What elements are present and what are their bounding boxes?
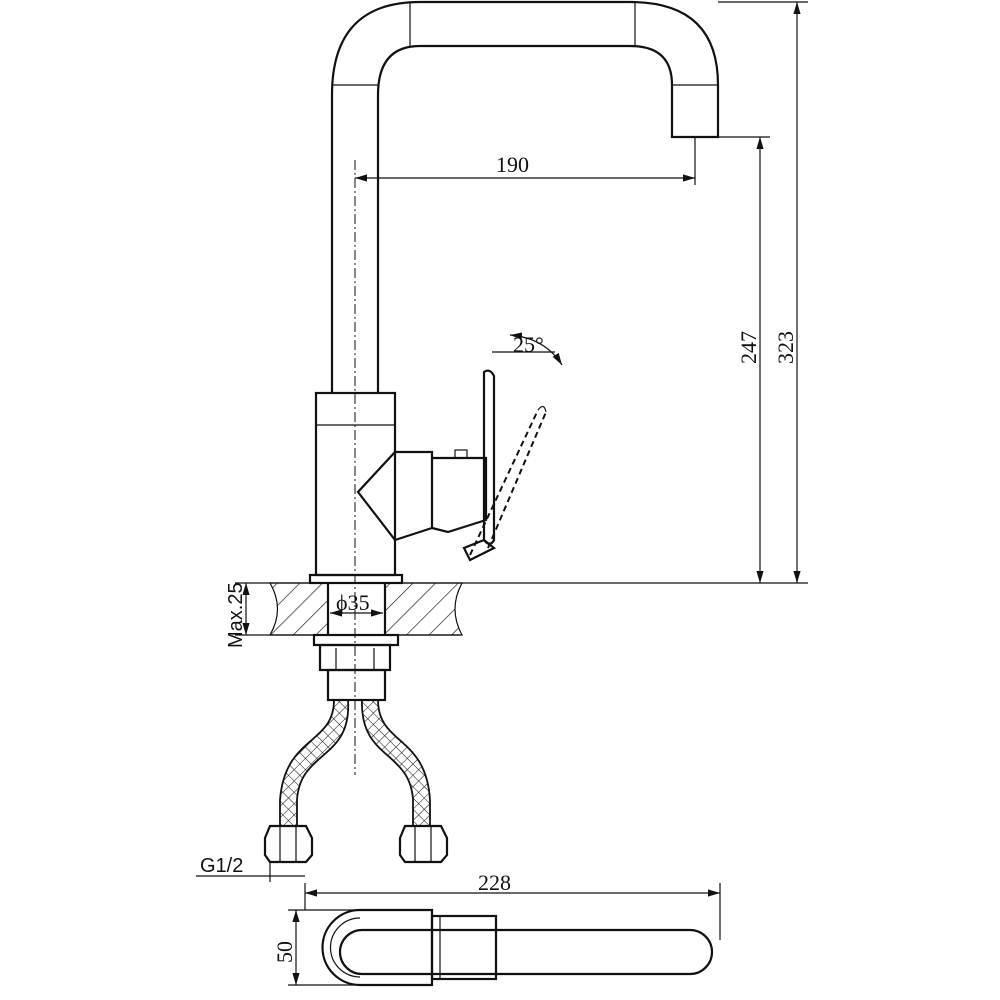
spout-height-label: 247 [736,331,761,364]
lever-angle-label: 25° [513,332,544,357]
supply-hoses [263,699,449,864]
total-length-label: 228 [478,870,511,895]
base-width-label: 50 [272,941,297,963]
top-view: 228 50 [272,870,721,987]
reach-label: 190 [496,152,529,177]
spout [330,0,720,393]
reach-dimension: 190 [355,137,696,185]
max-thickness-label: Max.25 [225,582,247,648]
total-height-label: 323 [773,331,798,364]
height-dimensions: 247 323 [718,1,808,583]
connection-label: G1/2 [200,855,243,877]
lever: 25° [462,332,563,562]
counter-section: ϕ35 Max.25 [225,582,808,648]
hole-diameter-label: ϕ35 [336,590,370,615]
faucet-body [308,391,488,585]
mounting-nut [312,633,400,702]
